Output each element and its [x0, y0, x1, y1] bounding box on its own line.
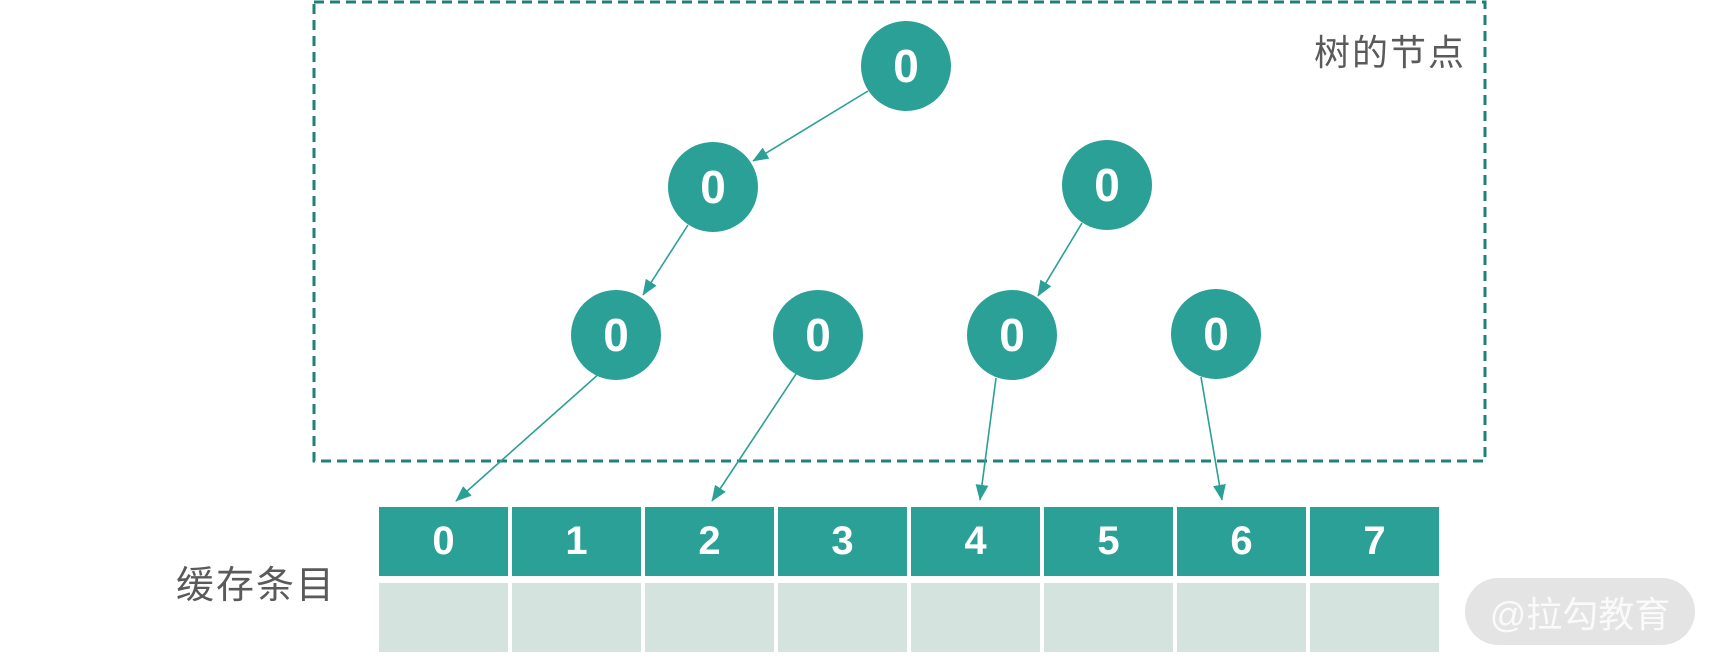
- tree-boundary-box: [312, 0, 1487, 463]
- tree-node-value: 0: [1203, 308, 1229, 360]
- cache-slot-2: [645, 583, 774, 652]
- edge-root-to-l2-left: [752, 90, 869, 162]
- cache-slot-3: [778, 583, 907, 652]
- tree-node-l3-2: 0: [773, 290, 863, 380]
- cache-cell-1: 1: [512, 507, 641, 576]
- edge-l3-3-to-cell-4: [975, 377, 997, 501]
- edge-l3-1-to-cell-0: [455, 371, 602, 502]
- tree-node-value: 0: [805, 309, 831, 361]
- tree-node-value: 0: [999, 309, 1025, 361]
- cache-slot-4: [911, 583, 1040, 652]
- cache-slot-0: [379, 583, 508, 652]
- cache-slot-7: [1310, 583, 1439, 652]
- cache-cell-7: 7: [1310, 507, 1439, 576]
- cache-slot-5: [1044, 583, 1173, 652]
- watermark-badge: @拉勾教育: [1465, 578, 1695, 645]
- edge-l3-2-to-cell-2: [711, 373, 797, 502]
- cache-slot-6: [1177, 583, 1306, 652]
- tree-node-l2-left: 0: [668, 142, 758, 232]
- edge-l2-left-to-l3-1: [642, 224, 689, 296]
- cache-cell-0: 0: [379, 507, 508, 576]
- tree-node-value: 0: [1094, 159, 1120, 211]
- cache-cell-5: 5: [1044, 507, 1173, 576]
- tree-node-l2-right: 0: [1062, 140, 1152, 230]
- tree-node-l3-1: 0: [571, 290, 661, 380]
- tree-node-root: 0: [861, 21, 951, 111]
- cache-cell-2: 2: [645, 507, 774, 576]
- cache-entries-label: 缓存条目: [176, 565, 337, 607]
- cache-slot-row: [379, 583, 1439, 652]
- watermark-text: @拉勾教育: [1489, 593, 1671, 635]
- tree-node-l3-3: 0: [967, 290, 1057, 380]
- cache-slot-1: [512, 583, 641, 652]
- tree-box-label: 树的节点: [1313, 32, 1466, 73]
- cache-cell-3: 3: [778, 507, 907, 576]
- cache-cell-6: 6: [1177, 507, 1306, 576]
- edge-l2-right-to-l3-3: [1037, 222, 1083, 297]
- edge-l3-4-to-cell-6: [1200, 376, 1226, 501]
- tree-node-value: 0: [893, 40, 919, 92]
- tree-node-l3-4: 0: [1171, 289, 1261, 379]
- tree-node-value: 0: [603, 309, 629, 361]
- tree-node-value: 0: [700, 161, 726, 213]
- cache-cell-4: 4: [911, 507, 1040, 576]
